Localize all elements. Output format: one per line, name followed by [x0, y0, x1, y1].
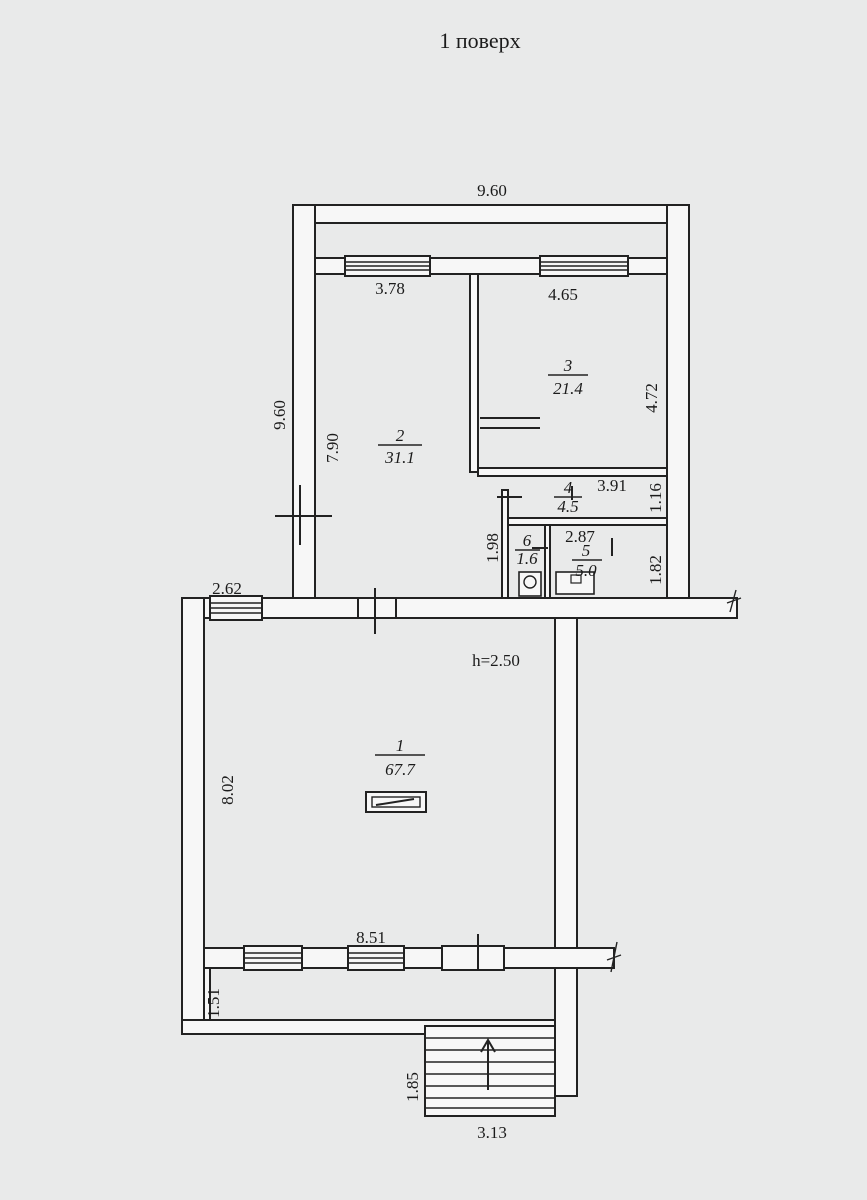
dim-stair-height: 1.85 — [403, 1072, 422, 1102]
window-bottom-1 — [243, 945, 303, 971]
stairs — [424, 1025, 556, 1117]
dim-stair-width: 3.13 — [477, 1123, 507, 1142]
door-mark-middle — [357, 588, 397, 634]
break-mark-right-upper — [726, 589, 742, 613]
room-2-area: 31.1 — [384, 448, 415, 467]
dim-top-width: 9.60 — [477, 181, 507, 200]
room-3-area: 21.4 — [553, 379, 583, 398]
window-top-left — [344, 255, 431, 277]
stair-arrow-icon — [480, 1038, 496, 1090]
dim-porch-height: 1.51 — [204, 988, 223, 1018]
window-top-right — [539, 255, 629, 277]
dim-room5-width: 2.87 — [565, 527, 595, 546]
dim-room2-height: 7.90 — [323, 433, 342, 463]
floor-title: 1 поверх — [439, 28, 520, 53]
heater-icon — [365, 791, 427, 813]
room-5-number: 5 — [582, 541, 591, 560]
dim-room2-width: 3.78 — [375, 279, 405, 298]
dim-room6-height: 1.98 — [483, 533, 502, 563]
window-left-lower — [209, 595, 263, 621]
dim-ceiling-height: h=2.50 — [472, 651, 520, 670]
room-6-number: 6 — [523, 531, 532, 550]
door-mark-room3 — [480, 417, 540, 429]
room-1-number: 1 — [396, 736, 405, 755]
door-bottom — [441, 934, 505, 971]
dim-room1-width: 8.51 — [356, 928, 386, 947]
room-2-number: 2 — [396, 426, 405, 445]
dim-room4-width: 3.91 — [597, 476, 627, 495]
dim-window-left: 2.62 — [212, 579, 242, 598]
door-mark-left-wall — [275, 485, 332, 545]
dim-room5-height: 1.82 — [646, 555, 665, 585]
window-bottom-2 — [347, 945, 405, 971]
dim-room1-height: 8.02 — [218, 775, 237, 805]
dim-room3-width: 4.65 — [548, 285, 578, 304]
toilet-icon — [518, 571, 542, 597]
sink-icon — [555, 571, 595, 595]
break-mark-right-lower — [606, 941, 622, 973]
room-5-area: 5.0 — [575, 561, 597, 580]
door-mark-room5 — [532, 538, 613, 556]
room-3-number: 3 — [563, 356, 573, 375]
dim-left-height: 9.60 — [270, 400, 289, 430]
room-4-area: 4.5 — [557, 497, 578, 516]
dim-room4-height: 1.16 — [646, 483, 665, 513]
room-4-number: 4 — [564, 478, 573, 497]
dim-room3-height: 4.72 — [642, 383, 661, 413]
room-1-area: 67.7 — [385, 760, 416, 779]
lower-block-walls — [181, 597, 738, 1097]
room-6-area: 1.6 — [516, 549, 538, 568]
